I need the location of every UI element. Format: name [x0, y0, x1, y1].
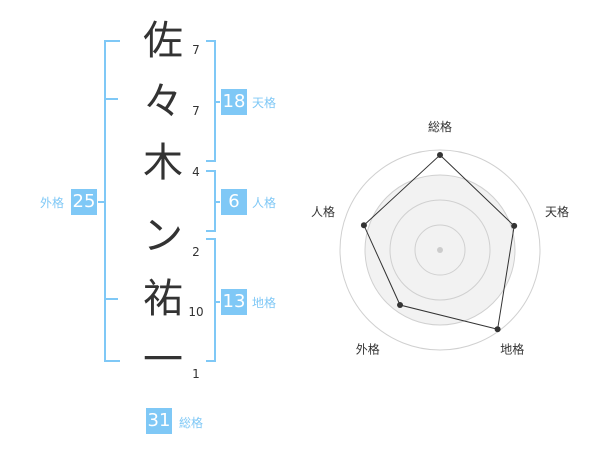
radar-point-2 [511, 222, 518, 229]
soukaku-label: 総格 [179, 416, 204, 430]
tenkaku-label: 天格 [252, 96, 277, 110]
tenkaku-connector [214, 101, 220, 103]
radar-ring-2 [389, 199, 491, 301]
name-char-2: 々 [143, 79, 183, 125]
radar-ring-1 [414, 224, 466, 276]
stroke-count-1: 7 [192, 43, 200, 57]
chikaku-connector [214, 301, 220, 303]
stroke-count-5: 10 [188, 305, 204, 319]
name-char-6: 一 [143, 337, 183, 383]
jinkaku-badge: 6 [221, 189, 247, 215]
gaikaku-badge: 25 [71, 189, 97, 215]
radar-point-1 [437, 152, 443, 158]
name-char-4: ン [143, 213, 183, 259]
name-char-5: 祐 [143, 276, 183, 322]
stroke-count-2: 7 [192, 104, 200, 118]
chikaku-badge: 13 [221, 289, 247, 315]
stroke-count-3: 4 [192, 165, 200, 179]
radar-axis-label-4: 外格 [356, 342, 380, 357]
radar-point-3 [494, 326, 501, 333]
gaikaku-tick-1 [104, 98, 118, 100]
soukaku-badge: 31 [146, 408, 172, 434]
gaikaku-label: 外格 [40, 196, 65, 210]
tenkaku-badge: 18 [221, 89, 247, 115]
gaikaku-bracket [104, 40, 120, 362]
stroke-count-4: 2 [192, 245, 200, 259]
radar-axis-label-2: 天格 [545, 204, 569, 219]
gaikaku-tick-2 [104, 298, 118, 300]
stroke-count-6: 1 [192, 367, 200, 381]
radar-point-4 [397, 302, 404, 309]
radar-axis-label-5: 人格 [311, 204, 335, 219]
gaikaku-connector [98, 201, 106, 203]
radar-center-dot [437, 247, 443, 253]
chikaku-bracket [206, 238, 216, 362]
radar-axis-label-1: 総格 [428, 119, 452, 134]
radar-points [360, 152, 518, 333]
radar-axis-label-3: 地格 [500, 342, 524, 357]
chikaku-label: 地格 [252, 296, 277, 310]
name-char-3: 木 [143, 140, 183, 186]
jinkaku-label: 人格 [252, 196, 277, 210]
name-char-1: 佐 [143, 18, 183, 64]
radar-point-5 [360, 222, 367, 229]
jinkaku-connector [214, 201, 220, 203]
radar-polygon [363, 154, 515, 330]
